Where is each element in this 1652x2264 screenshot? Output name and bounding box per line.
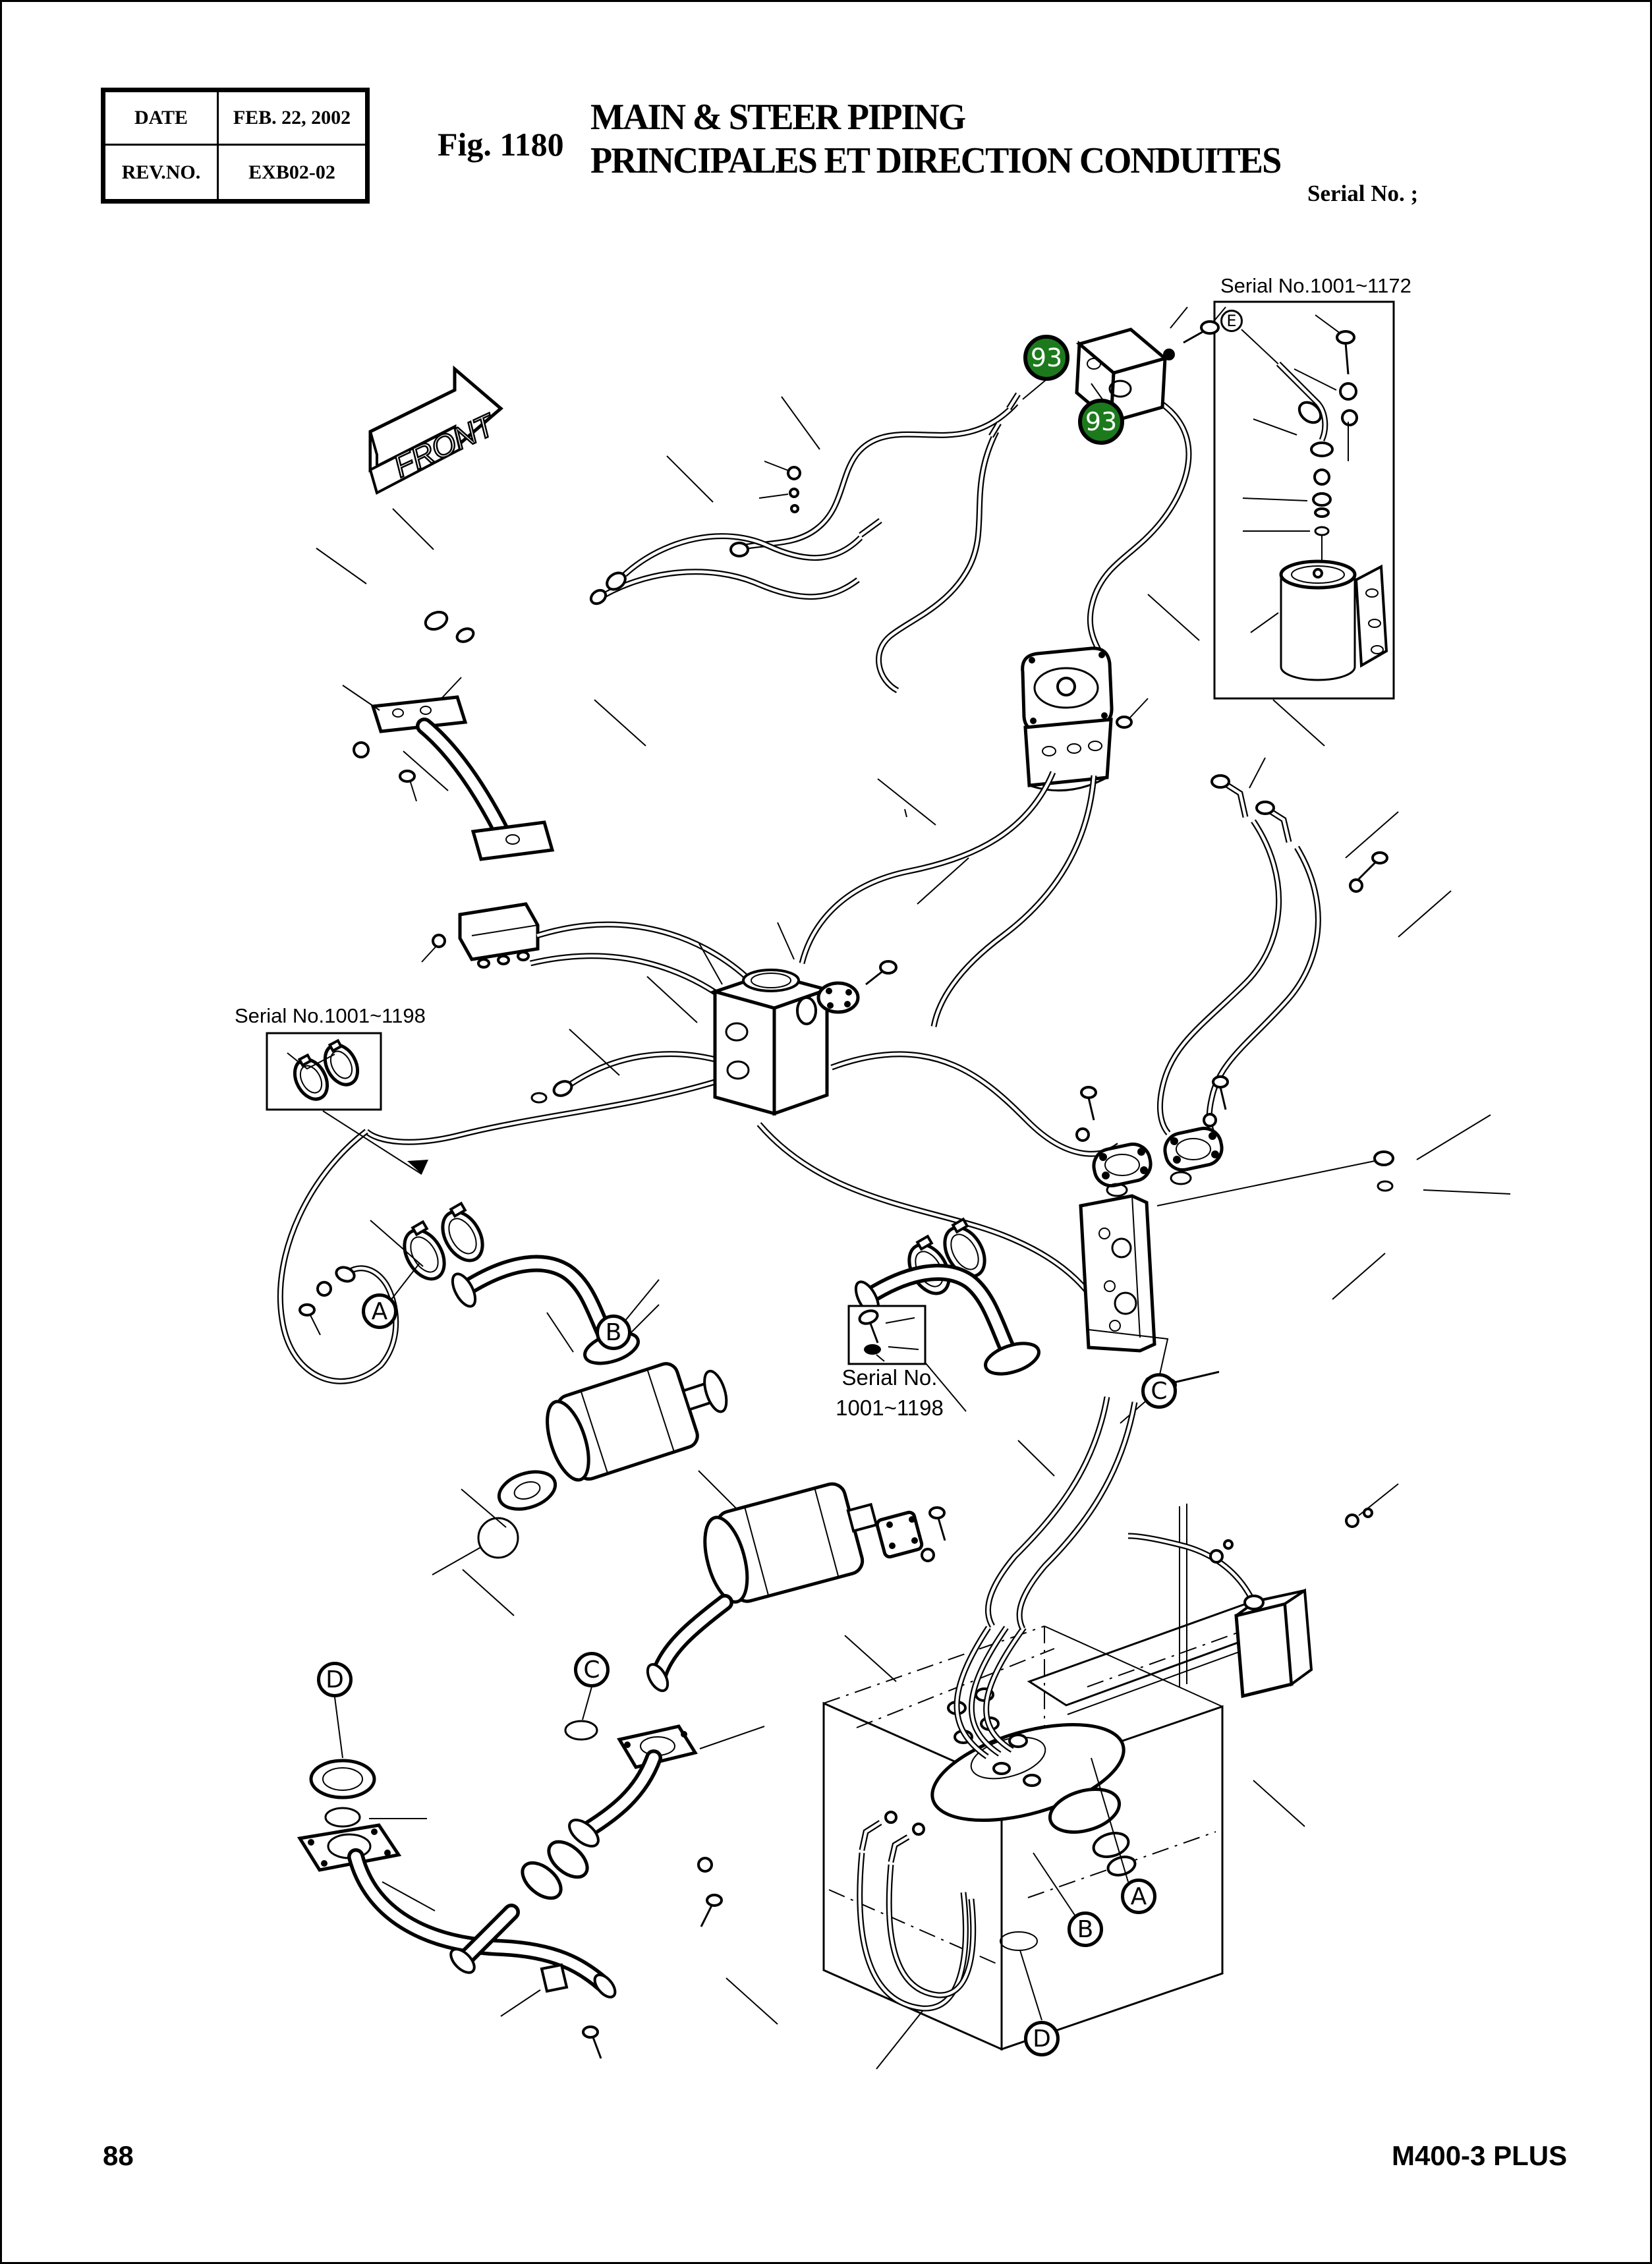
model-name: M400-3 PLUS bbox=[1392, 2140, 1568, 2171]
inset-box-left bbox=[266, 1032, 428, 1175]
callout-a-pump: A bbox=[362, 1293, 397, 1329]
callout-b-pump: B bbox=[596, 1315, 631, 1350]
gear-pump-2 bbox=[703, 1482, 878, 1604]
steering-orbitrol-unit bbox=[1021, 646, 1149, 792]
serial-label-middle: Serial No. 1001~1198 bbox=[817, 1363, 962, 1423]
callout-b-tank: B bbox=[1068, 1911, 1103, 1947]
page-number: 88 bbox=[103, 2140, 134, 2171]
suction-tube-b bbox=[370, 1217, 1040, 1376]
date-label: DATE bbox=[105, 92, 219, 146]
inset-box-top-right bbox=[1213, 300, 1395, 700]
upper-hoses bbox=[424, 401, 1192, 818]
page-title-en: MAIN & STEER PIPING bbox=[590, 97, 966, 138]
suction-tube-a bbox=[391, 1201, 640, 1365]
date-value: FEB. 22, 2002 bbox=[219, 92, 365, 146]
revision-table: DATE FEB. 22, 2002 REV.NO. EXB02-02 bbox=[101, 88, 370, 204]
mount-bracket bbox=[342, 677, 555, 861]
callout-c-coupling: C bbox=[574, 1652, 610, 1687]
serial-note: Serial No. ; bbox=[1307, 181, 1419, 206]
callout-c-manifold: C bbox=[1141, 1373, 1177, 1409]
page-title-fr: PRINCIPALES ET DIRECTION CONDUITES bbox=[590, 140, 1282, 181]
rev-label: REV.NO. bbox=[105, 146, 219, 199]
hydraulic-tank bbox=[822, 1396, 1293, 2070]
quantity-badge-93-a: 93 bbox=[1023, 335, 1069, 381]
junction-manifold bbox=[421, 902, 748, 1005]
figure-number: Fig. 1180 bbox=[438, 126, 564, 163]
gear-pump-1 bbox=[546, 1362, 728, 1482]
callout-d-tank: D bbox=[1024, 2021, 1060, 2056]
filter-box bbox=[1127, 1483, 1399, 1827]
serial-label-left: Serial No.1001~1198 bbox=[235, 1004, 426, 1027]
callout-a-tank: A bbox=[1121, 1879, 1156, 1914]
mid-hoses bbox=[277, 771, 1121, 1384]
pump2-fittings bbox=[646, 1362, 967, 1692]
front-arrow: FRONT bbox=[368, 365, 503, 495]
priority-valve-block bbox=[698, 922, 897, 1116]
quantity-badge-93-b: 93 bbox=[1078, 399, 1124, 445]
pump1-seals bbox=[432, 1312, 739, 1575]
serial-label-middle-line1: Serial No. bbox=[841, 1365, 938, 1390]
serial-label-top-right: Serial No.1001~1172 bbox=[1220, 274, 1411, 297]
manifold-block-c bbox=[1075, 1075, 1511, 1424]
serial-label-middle-line2: 1001~1198 bbox=[836, 1396, 944, 1420]
drain-pipe-d bbox=[297, 1697, 617, 2059]
elbow-coupling-c bbox=[449, 1686, 778, 2025]
callout-e-inset: E bbox=[1220, 310, 1243, 332]
rev-value: EXB02-02 bbox=[248, 161, 335, 183]
inset-box-middle bbox=[847, 1305, 926, 1365]
right-hoses bbox=[1156, 757, 1452, 1145]
callout-d-pipe: D bbox=[317, 1662, 353, 1697]
leader-lines bbox=[316, 379, 1325, 1616]
